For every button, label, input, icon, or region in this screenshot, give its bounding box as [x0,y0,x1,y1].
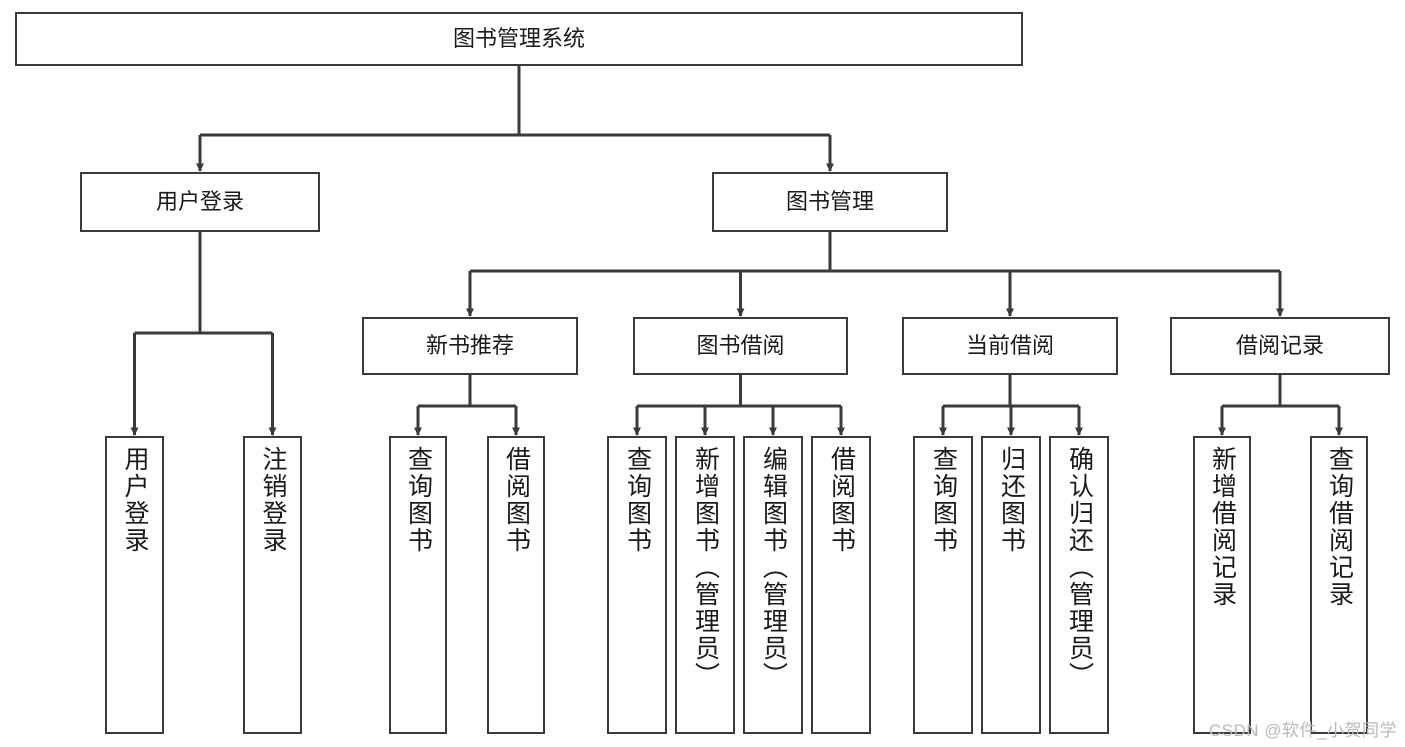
node-leaf-bb-add[interactable]: 新增图书（管理员） [675,436,735,734]
node-leaf-cb-return[interactable]: 归还图书 [981,436,1041,734]
node-leaf-cb-confirm[interactable]: 确认归还（管理员） [1049,436,1109,734]
node-label-leaf-bb-edit: 编辑图书（管理员） [759,446,788,689]
node-label-leaf-bb-borrow: 借阅图书 [827,446,856,554]
node-label-leaf-rec-query: 查询图书 [404,446,433,554]
node-label-leaf-cb-query: 查询图书 [929,446,958,554]
node-user-login[interactable]: 用户登录 [80,172,320,232]
node-leaf-rec-borrow[interactable]: 借阅图书 [487,436,545,734]
node-label-leaf-br-query: 查询借阅记录 [1325,446,1354,608]
node-current-borrow[interactable]: 当前借阅 [902,317,1118,375]
node-leaf-bb-query[interactable]: 查询图书 [607,436,667,734]
node-leaf-user-logout[interactable]: 注销登录 [243,436,302,734]
node-label-leaf-user-logout: 注销登录 [259,446,287,554]
node-label-borrow-record: 借阅记录 [1235,333,1324,359]
node-leaf-cb-query[interactable]: 查询图书 [913,436,973,734]
node-label-book-borrow: 图书借阅 [696,333,785,359]
node-book-manage[interactable]: 图书管理 [712,172,948,232]
node-new-book-rec[interactable]: 新书推荐 [362,317,578,375]
node-label-leaf-br-add: 新增借阅记录 [1208,446,1237,608]
node-label-leaf-cb-confirm: 确认归还（管理员） [1065,446,1094,689]
node-root[interactable]: 图书管理系统 [15,12,1023,66]
node-label-user-login: 用户登录 [155,189,244,215]
node-leaf-bb-borrow[interactable]: 借阅图书 [811,436,871,734]
node-leaf-br-query[interactable]: 查询借阅记录 [1310,436,1368,734]
node-leaf-rec-query[interactable]: 查询图书 [389,436,447,734]
node-label-root: 图书管理系统 [452,26,585,52]
node-leaf-br-add[interactable]: 新增借阅记录 [1193,436,1251,734]
node-leaf-user-login[interactable]: 用户登录 [105,436,164,734]
node-label-leaf-user-login: 用户登录 [121,446,149,554]
node-label-leaf-bb-query: 查询图书 [623,446,652,554]
node-book-borrow[interactable]: 图书借阅 [633,317,848,375]
node-label-book-manage: 图书管理 [785,189,874,215]
node-borrow-record[interactable]: 借阅记录 [1170,317,1390,375]
node-label-leaf-rec-borrow: 借阅图书 [502,446,531,554]
node-label-leaf-cb-return: 归还图书 [997,446,1026,554]
node-label-new-book-rec: 新书推荐 [425,333,514,359]
node-label-leaf-bb-add: 新增图书（管理员） [691,446,720,689]
node-leaf-bb-edit[interactable]: 编辑图书（管理员） [743,436,803,734]
node-label-current-borrow: 当前借阅 [965,333,1054,359]
